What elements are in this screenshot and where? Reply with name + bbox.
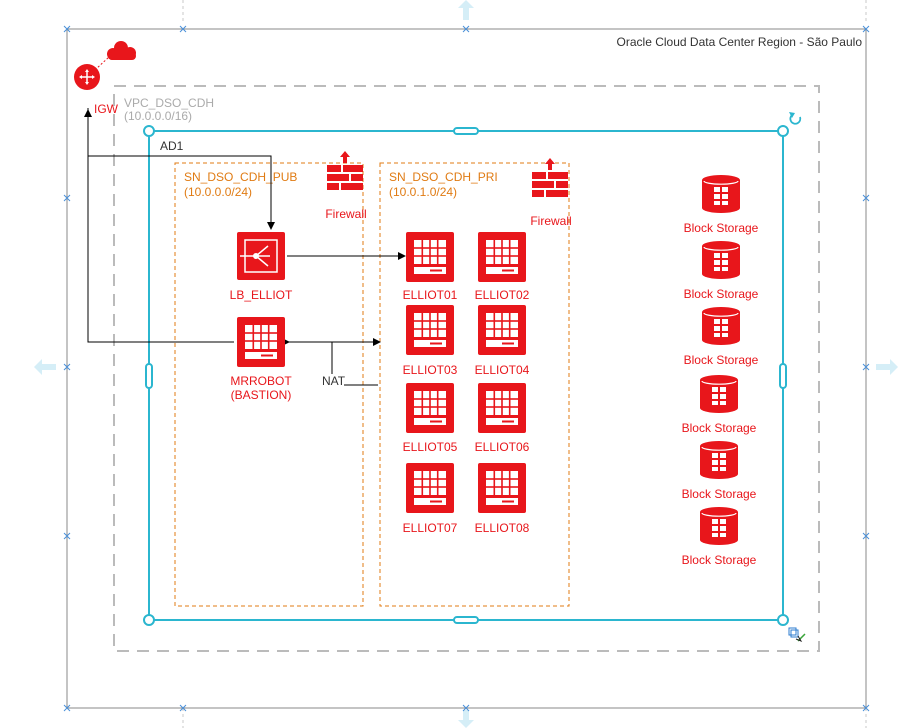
instance-icon[interactable] [478, 232, 526, 282]
firewall-public-icon[interactable] [327, 151, 363, 190]
bastion-label-line2: (BASTION) [231, 388, 292, 402]
block-storage-label: Block Storage [684, 221, 759, 235]
canvas-guides [182, 0, 867, 728]
block-storage-icon[interactable] [700, 441, 738, 479]
block-storage-icon[interactable] [702, 175, 740, 213]
subnet-private-cidr: (10.0.1.0/24) [389, 185, 457, 199]
firewall-private-icon[interactable] [532, 158, 568, 197]
block-storage-icon[interactable] [702, 307, 740, 345]
instance-icon[interactable] [478, 305, 526, 355]
instance-label: ELLIOT04 [475, 363, 530, 377]
instance-label: ELLIOT02 [475, 288, 530, 302]
instance-icon[interactable] [406, 232, 454, 282]
load-balancer-label: LB_ELLIOT [230, 288, 293, 302]
igw-cloud-link [94, 55, 111, 71]
instance-icon[interactable] [478, 463, 526, 513]
instance-icon[interactable] [406, 383, 454, 433]
igw-label: IGW [94, 102, 119, 116]
instance-label: ELLIOT01 [403, 288, 458, 302]
nat-label: NAT [322, 374, 346, 388]
resize-icon[interactable] [788, 627, 806, 643]
vcn-border[interactable] [113, 85, 820, 652]
block-storage-label: Block Storage [682, 421, 757, 435]
subnet-private-name: SN_DSO_CDH_PRI [389, 170, 498, 184]
firewall-private-label: Firewall [530, 214, 571, 228]
vcn-cidr: (10.0.0.0/16) [124, 109, 192, 123]
igw-to-lb-line [87, 108, 275, 230]
vcn-name: VPC_DSO_CDH [124, 96, 214, 110]
igw-router-icon[interactable] [74, 64, 100, 90]
connections [84, 55, 406, 386]
instance-label: ELLIOT07 [403, 521, 458, 535]
cloud-icon [107, 41, 136, 60]
firewall-public-label: Firewall [325, 207, 366, 221]
canvas-arrow-icons[interactable] [34, 0, 898, 728]
subnet-private[interactable] [379, 162, 570, 607]
subnet-public-name: SN_DSO_CDH_PUB [184, 170, 297, 184]
bastion-to-igw-line [84, 109, 234, 343]
block-storage-label: Block Storage [682, 553, 757, 567]
instance-label: ELLIOT08 [475, 521, 530, 535]
bastion-label-line1: MRROBOT [230, 374, 292, 388]
block-storage-icon[interactable] [700, 507, 738, 545]
subnet-public-cidr: (10.0.0.0/24) [184, 185, 252, 199]
connection-points[interactable] [63, 25, 870, 712]
instance-label: ELLIOT03 [403, 363, 458, 377]
bastion-instance-icon[interactable] [237, 317, 285, 367]
ad-label: AD1 [160, 139, 184, 153]
instance-icon[interactable] [478, 383, 526, 433]
block-storage-icon[interactable] [700, 375, 738, 413]
block-storage-icon[interactable] [702, 241, 740, 279]
selection-handles[interactable] [143, 125, 789, 626]
block-storage-label: Block Storage [684, 287, 759, 301]
instance-icon[interactable] [406, 463, 454, 513]
block-storage-label: Block Storage [684, 353, 759, 367]
region-label: Oracle Cloud Data Center Region - São Pa… [617, 35, 863, 49]
rotate-icon[interactable] [789, 112, 802, 125]
instance-label: ELLIOT06 [475, 440, 530, 454]
instance-icon[interactable] [406, 305, 454, 355]
block-storage-label: Block Storage [682, 487, 757, 501]
instance-label: ELLIOT05 [403, 440, 458, 454]
load-balancer-icon[interactable] [237, 232, 285, 280]
